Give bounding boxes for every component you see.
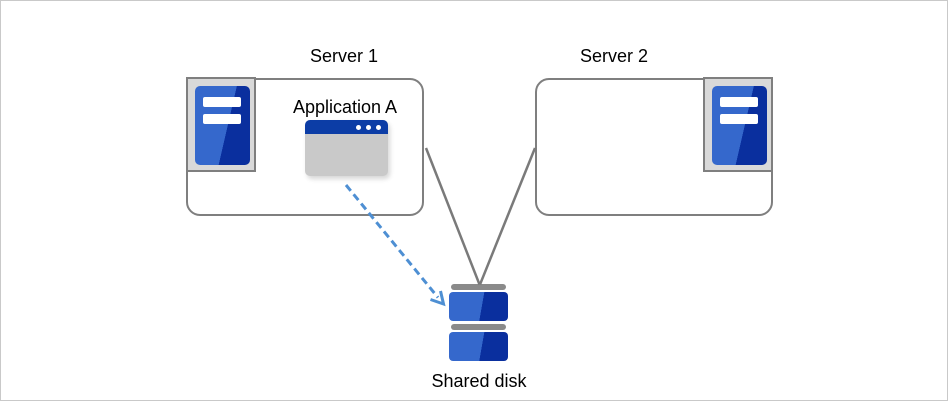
server-icon [186, 77, 256, 172]
app-window-icon [305, 120, 388, 176]
dashed-arrow-head [430, 290, 446, 307]
connector-server1-disk [424, 147, 481, 285]
window-dot-icon [366, 124, 371, 130]
server-tower-icon [712, 86, 767, 165]
tower-slot-bar [720, 97, 758, 107]
tower-slot-bar [203, 114, 241, 124]
app-window-titlebar [305, 120, 388, 134]
server2-label: Server 2 [579, 46, 649, 66]
shared-disk-icon [449, 332, 508, 361]
tower-slot-bar [203, 97, 241, 107]
shared-disk-label: Shared disk [431, 371, 527, 391]
server-tower-icon [195, 86, 250, 165]
shared-disk-icon [451, 324, 506, 330]
shared-disk-icon [451, 284, 506, 290]
application-a-label: Application A [292, 97, 398, 117]
window-dot-icon [376, 124, 381, 130]
shared-disk-icon [449, 292, 508, 321]
window-dot-icon [356, 124, 361, 130]
connector-server2-disk [478, 147, 537, 285]
server-icon [703, 77, 773, 172]
tower-slot-bar [720, 114, 758, 124]
server1-label: Server 1 [309, 46, 379, 66]
